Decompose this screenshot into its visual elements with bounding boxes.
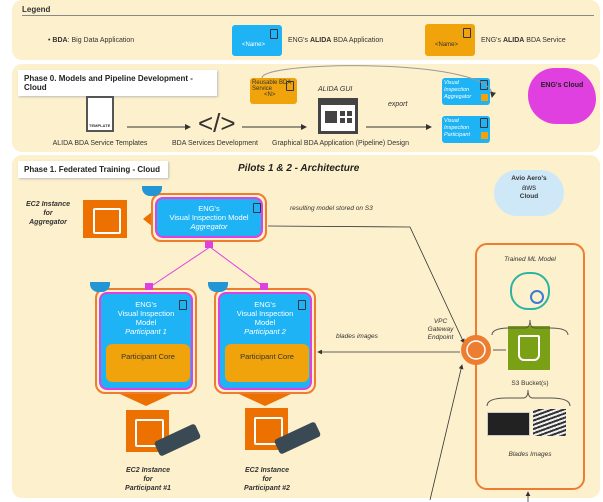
incoming-line	[429, 364, 464, 501]
component-icon	[179, 300, 187, 310]
s3-label: S3 Bucket(s)	[511, 380, 549, 387]
gui-title: ALIDA GUI	[318, 86, 353, 93]
stored-label: resulting model stored on S3	[290, 205, 373, 212]
templates-caption: ALIDA BDA Service Templates	[52, 140, 148, 147]
brace	[486, 389, 571, 407]
blade-image	[487, 412, 530, 436]
trained-model-label: Trained ML Model	[504, 256, 556, 263]
docker-icon	[208, 282, 228, 292]
ml-model-container	[475, 243, 585, 490]
reusable-service-box: Reusable BDA Service<N>	[250, 78, 297, 104]
blade-image	[533, 409, 566, 436]
brain-ai-icon	[510, 272, 550, 310]
export-label: export	[388, 101, 408, 108]
legend-service-label: ENG's ALIDA BDA Service	[481, 37, 566, 44]
docker-icon	[142, 186, 162, 196]
participant-core: Participant Core	[106, 344, 190, 382]
port	[205, 241, 213, 248]
code-icon: </>	[198, 108, 236, 138]
brace	[491, 319, 569, 336]
vpc-endpoint-icon	[461, 335, 491, 365]
port	[260, 283, 268, 290]
legend-service-box: <Name>	[425, 24, 475, 56]
blades-images-label: Blades Images	[508, 451, 552, 458]
dev-caption: BDA Services Development	[172, 140, 258, 147]
gui-window-icon	[318, 98, 358, 134]
link	[209, 246, 265, 288]
template-icon: TEMPLATE	[86, 96, 114, 132]
docker-icon	[90, 282, 110, 292]
phase1-title: Phase 1. Federated Training - Cloud	[18, 161, 168, 178]
component-icon	[463, 28, 471, 38]
component-icon	[286, 81, 294, 91]
link	[149, 246, 211, 288]
phase0-title: Phase 0. Models and Pipeline Development…	[18, 70, 217, 96]
stored-line	[267, 225, 465, 344]
loop-arrow	[261, 65, 496, 98]
legend-app-box: <Name>	[232, 25, 282, 56]
participant-core: Participant Core	[225, 344, 309, 382]
component-icon	[253, 203, 261, 213]
s3-bucket-icon	[508, 326, 550, 370]
component-icon	[480, 80, 488, 90]
component-icon	[270, 29, 278, 39]
port	[145, 283, 153, 290]
legend-title: Legend	[22, 5, 51, 14]
component-icon	[480, 118, 488, 128]
legend-panel: Legend • BDA: Big Data Application <Name…	[12, 0, 600, 60]
pointer	[135, 211, 153, 227]
pointer	[120, 394, 172, 406]
legend-divider	[22, 15, 594, 16]
legend-app-label: ENG's ALIDA BDA Application	[288, 37, 384, 44]
component-icon	[298, 300, 306, 310]
blades-flow-label: blades images	[336, 333, 378, 340]
legend-bullet: • BDA: Big Data Application	[48, 37, 135, 44]
eng-cloud: ENG's Cloud	[528, 68, 596, 124]
ec2-instance-icon	[83, 200, 127, 238]
diagram-title: Pilots 1 & 2 - Architecture	[238, 163, 360, 174]
pointer	[239, 394, 291, 406]
gui-caption: Graphical BDA Application (Pipeline) Des…	[272, 140, 409, 147]
